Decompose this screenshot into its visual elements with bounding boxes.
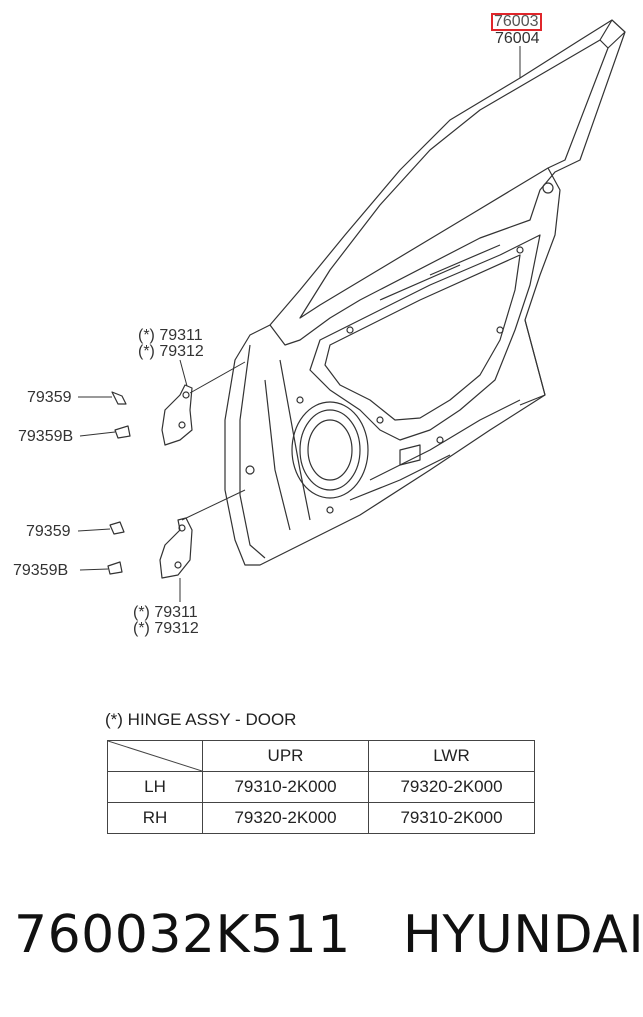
- diagonal-divider: [108, 741, 202, 771]
- table-cell: 79320-2K000: [202, 802, 369, 834]
- callout-79312-lower[interactable]: (*) 79312: [133, 620, 199, 637]
- brand-name: HYUNDAI: [402, 905, 643, 965]
- table-row: LH 79310-2K000 79320-2K000: [107, 771, 535, 803]
- table-corner-cell: [107, 740, 203, 772]
- callout-76004[interactable]: 76004: [495, 30, 540, 47]
- table-cell: RH: [107, 802, 203, 834]
- callout-76003[interactable]: 76003: [491, 13, 542, 31]
- callout-79359b-lower[interactable]: 79359B: [13, 562, 69, 579]
- upper-hinge: [161, 384, 193, 446]
- callout-79311-upper[interactable]: (*) 79311: [138, 327, 203, 344]
- window-frame: [269, 19, 626, 346]
- footer-caption: 760032K511 HYUNDAI: [14, 905, 643, 965]
- lower-hinge: [159, 517, 193, 579]
- callout-79311-lower[interactable]: (*) 79311: [133, 604, 198, 621]
- table-cell: 79310-2K000: [202, 771, 369, 803]
- door-body: [224, 167, 561, 566]
- callout-79359b-upper[interactable]: 79359B: [18, 428, 74, 445]
- hinge-part-table: UPR LWR LH 79310-2K000 79320-2K000 RH 79…: [107, 740, 535, 834]
- table-header-lwr: LWR: [368, 740, 535, 772]
- table-cell: LH: [107, 771, 203, 803]
- table-cell: 79320-2K000: [368, 771, 535, 803]
- table-row: RH 79320-2K000 79310-2K000: [107, 802, 535, 834]
- table-header-upr: UPR: [202, 740, 369, 772]
- table-cell: 79310-2K000: [368, 802, 535, 834]
- callout-79359-lower[interactable]: 79359: [26, 523, 71, 540]
- table-header-row: UPR LWR: [107, 740, 535, 772]
- door-exploded-diagram: [77, 19, 626, 602]
- hinge-note: (*) HINGE ASSY - DOOR: [105, 710, 297, 729]
- callout-79359-upper[interactable]: 79359: [27, 389, 72, 406]
- callout-79312-upper[interactable]: (*) 79312: [138, 343, 204, 360]
- part-number: 760032K511: [14, 905, 351, 965]
